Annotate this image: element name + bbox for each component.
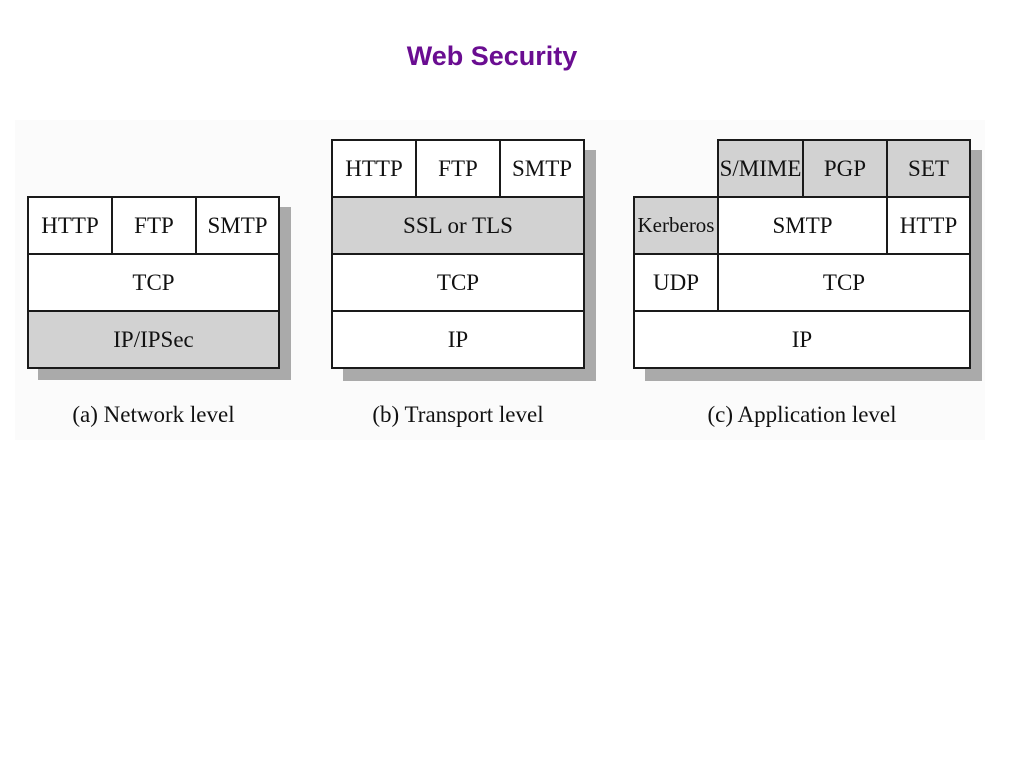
- transport-ip-cell: IP: [331, 310, 585, 369]
- application-kerberos-cell: Kerberos: [633, 196, 719, 255]
- transport-http-cell: HTTP: [331, 139, 417, 198]
- transport-ftp-cell: FTP: [415, 139, 501, 198]
- network-tcp-cell: TCP: [27, 253, 280, 312]
- network-level-caption: (a) Network level: [72, 402, 235, 427]
- application-smtp-cell: SMTP: [717, 196, 888, 255]
- transport-tcp-cell: TCP: [331, 253, 585, 312]
- application-http-cell: HTTP: [886, 196, 971, 255]
- transport-ssl-tls-cell: SSL or TLS: [331, 196, 585, 255]
- network-http-cell: HTTP: [27, 196, 113, 255]
- network-ip-ipsec-cell: IP/IPSec: [27, 310, 280, 369]
- application-udp-cell: UDP: [633, 253, 719, 312]
- network-smtp-cell: SMTP: [195, 196, 280, 255]
- application-level-caption: (c) Application level: [707, 402, 897, 427]
- application-smime-cell: S/MIME: [717, 139, 804, 198]
- application-ip-cell: IP: [633, 310, 971, 369]
- slide-title: Web Security: [406, 41, 578, 71]
- transport-level-caption: (b) Transport level: [372, 402, 544, 427]
- network-ftp-cell: FTP: [111, 196, 197, 255]
- application-pgp-cell: PGP: [802, 139, 888, 198]
- application-set-cell: SET: [886, 139, 971, 198]
- transport-smtp-cell: SMTP: [499, 139, 585, 198]
- application-tcp-cell: TCP: [717, 253, 971, 312]
